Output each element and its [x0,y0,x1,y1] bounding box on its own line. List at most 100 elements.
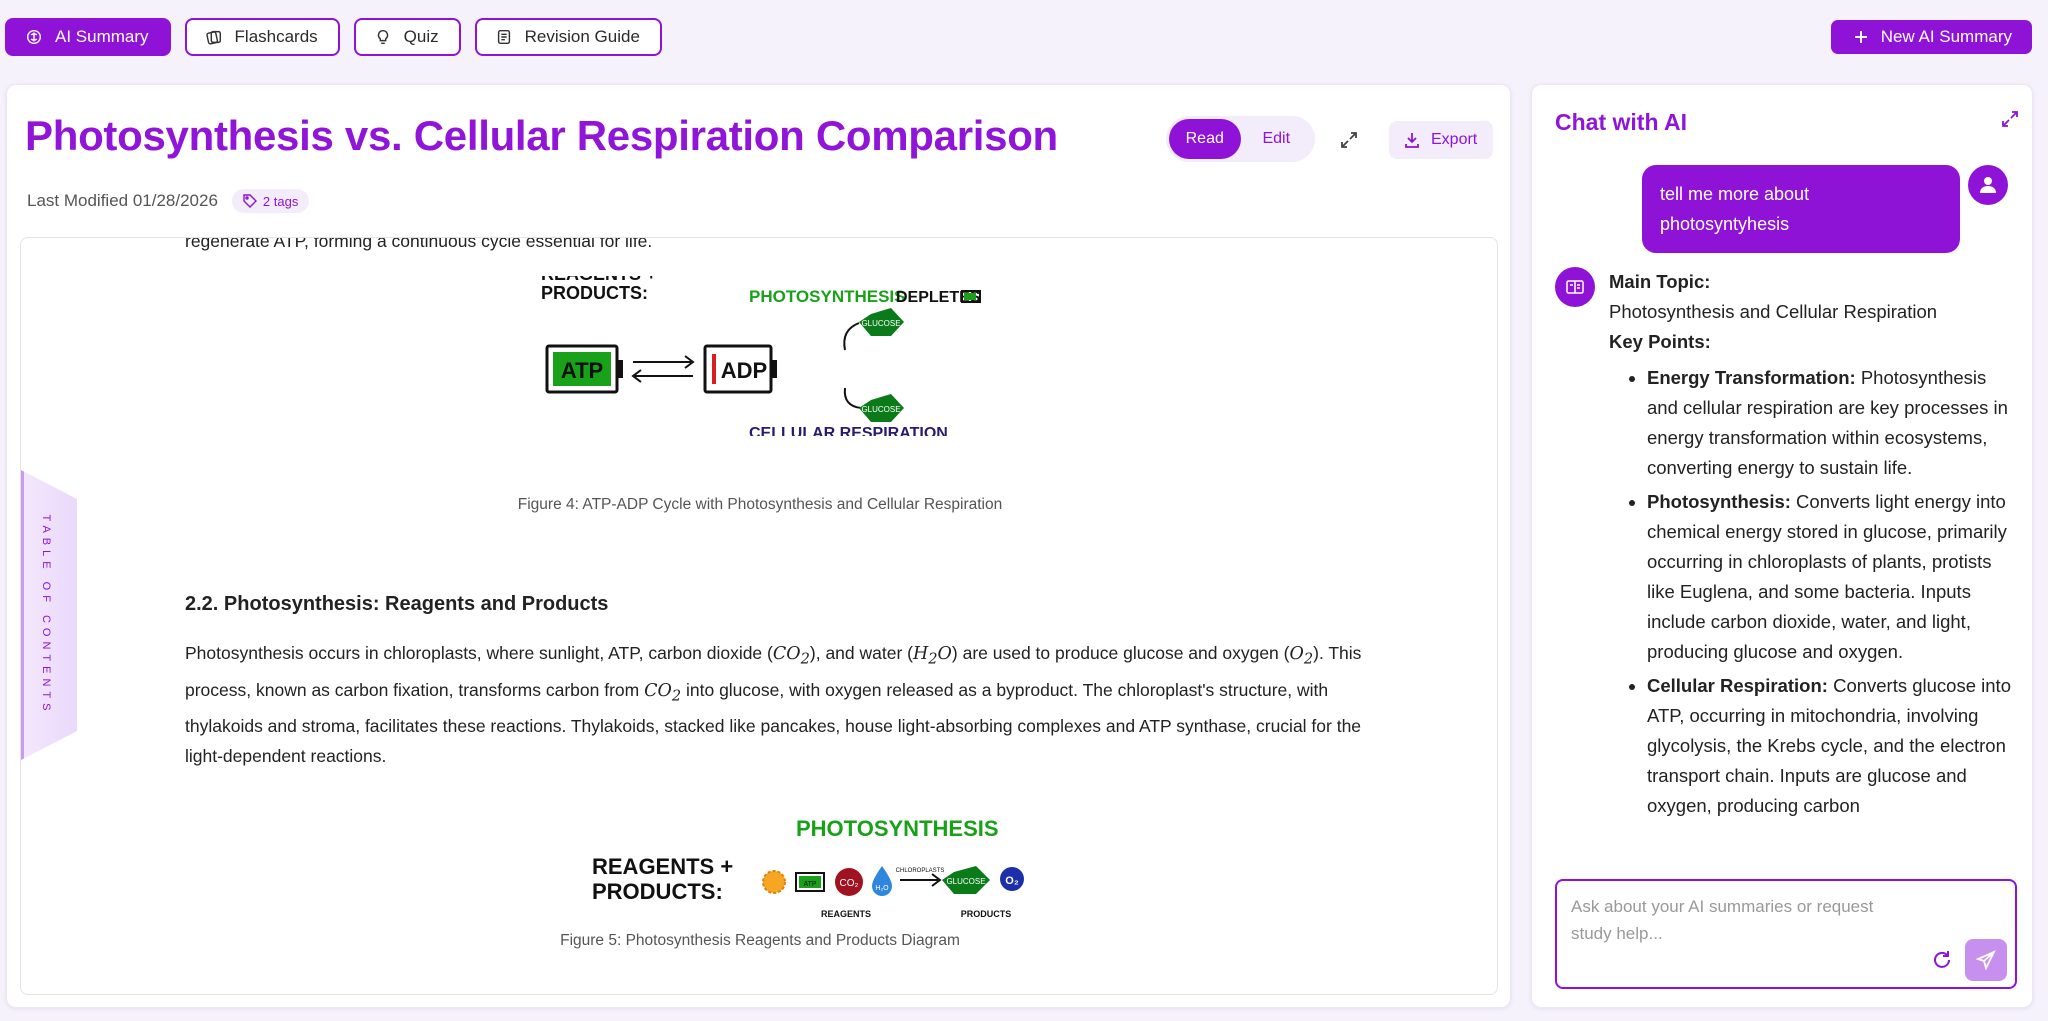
figure-5-caption: Figure 5: Photosynthesis Reagents and Pr… [560,932,960,949]
user-message-bubble: tell me more about photosyntyhesis [1642,165,1960,253]
refresh-icon [1934,951,1950,968]
new-ai-summary-label: New AI Summary [1880,27,2012,46]
refresh-button[interactable] [1931,949,1953,979]
fig5-glucose-label: GLUCOSE [946,877,985,886]
figure-5-reagents-products: PHOTOSYNTHESIS REAGENTS + PRODUCTS: ATP … [592,816,1024,919]
fig5-o2-label: O₂ [1005,875,1019,887]
tab-quiz[interactable]: Quiz [353,18,461,56]
export-button[interactable]: Export [1389,121,1494,159]
fig4-arrow-up [843,322,860,351]
fig4-glucose-top-label: GLUCOSE [861,319,900,328]
fig4-reagents-label: REAGENTS + [541,276,657,284]
fig4-products-label: PRODUCTS: [541,283,648,303]
fig5-co2-label: CO₂ [840,878,859,889]
key-points-list: Energy Transformation: Photosynthesis an… [1609,363,2021,821]
section-paragraph: Photosynthesis occurs in chloroplasts, w… [185,638,1395,771]
fig4-battery-small [961,290,981,303]
tab-ai-summary[interactable]: AI Summary [5,18,171,56]
edit-mode-button[interactable]: Edit [1262,130,1291,147]
plus-icon [1854,31,1867,43]
fig5-products-small: PRODUCTS [961,909,1012,919]
fig5-atp-fill [799,876,821,888]
fig5-o2-circle [1000,867,1024,891]
chat-input-placeholder: Ask about your AI summaries or request s… [1571,897,1874,943]
fig4-depletes-label: DEPLETES [896,289,981,306]
chat-input[interactable]: Ask about your AI summaries or request s… [1555,879,2017,989]
math-co2: CO2 [772,644,810,668]
figure-4-caption: Figure 4: ATP-ADP Cycle with Photosynthe… [517,496,1003,513]
fig4-arrow-right [633,355,695,369]
export-label: Export [1431,131,1478,148]
fullscreen-button[interactable] [1334,125,1364,155]
list-item: Photosynthesis: Converts light energy in… [1647,487,2021,667]
read-mode-button[interactable]: Read [1169,119,1241,159]
send-icon [1976,950,1996,970]
ai-avatar [1555,267,1595,307]
para-part-3: ) are used to produce glucose and oxygen… [951,643,1290,663]
fig5-atp-battery [795,872,825,892]
ai-message: Main Topic: Photosynthesis and Cellular … [1609,267,2021,867]
last-modified: Last Modified 01/28/2026 [27,191,218,210]
fig4-glucose-bottom-label: GLUCOSE [861,405,900,414]
main-topic: Photosynthesis and Cellular Respiration [1609,301,1938,322]
main-topic-label: Main Topic: [1609,271,1711,292]
user-icon [1980,177,1996,193]
tab-label: Quiz [403,27,439,46]
fig4-glucose-top [859,308,904,336]
fig4-adp-terminal [771,360,777,378]
chat-title: Chat with AI [1555,109,1688,135]
para-part-4: ). This process, known as carbon fixatio… [185,643,1362,700]
download-icon [1405,133,1419,148]
para-part-2: ), and water ( [809,643,913,663]
chat-panel: Chat with AI tell me more about photosyn… [1531,84,2033,1008]
chat-expand-button[interactable] [2000,109,2020,134]
fig5-h2o-label: H₂O [875,885,889,892]
send-button[interactable] [1965,939,2007,981]
fig4-atp-fill [553,352,611,386]
tab-label: AI Summary [55,27,149,46]
lightbulb-icon [377,29,388,45]
fig4-photosynthesis-label: PHOTOSYNTHESIS [749,287,906,306]
fig4-battery-small-fill [964,293,976,300]
tab-label: Revision Guide [524,27,640,46]
para-part-5: into glucose, with oxygen released as a … [185,679,1362,767]
para-part-1: Photosynthesis occurs in chloroplasts, w… [185,643,773,663]
document-icon [497,29,510,45]
fig5-atp-label: ATP [803,881,816,888]
list-item: Cellular Respiration: Converts glucose i… [1647,671,2021,821]
user-avatar [1968,165,2008,205]
fig5-chloroplasts-label: CHLOROPLASTS [896,868,945,874]
document-content[interactable]: regenerate ATP, forming a continuous cyc… [20,237,1498,995]
fig5-products-label: PRODUCTS: [592,879,723,904]
tags-label: 2 tags [262,193,299,209]
fig5-arrow [900,873,942,887]
page-title: Photosynthesis vs. Cellular Respiration … [25,112,1058,159]
math-o2: O2 [1289,644,1314,668]
fig4-adp-label: ADP [721,358,767,383]
tab-revision-guide[interactable]: Revision Guide [474,18,662,56]
new-ai-summary-button[interactable]: New AI Summary [1830,20,2032,54]
table-of-contents-toggle[interactable]: TABLE OF CONTENTS [21,470,77,760]
document-meta: Last Modified 01/28/2026 2 tags [27,189,310,213]
toc-label: TABLE OF CONTENTS [40,514,52,716]
fig5-co2-circle [835,868,863,896]
fig4-adp-fill [712,354,716,384]
fig5-reagents-label: REAGENTS + [592,854,733,879]
tags-chip[interactable]: 2 tags [231,189,310,213]
sun-icon [762,870,786,894]
fig4-arrow-left [631,369,693,383]
list-item: Energy Transformation: Photosynthesis an… [1647,363,2021,483]
math-h2o: H2O [913,644,952,668]
tab-flashcards[interactable]: Flashcards [184,18,340,56]
math-co2-2: CO2 [644,680,682,705]
view-tabs: AI Summary Flashcards Quiz Revision Guid… [5,18,662,56]
fig5-glucose [942,866,990,894]
top-toolbar: AI Summary Flashcards Quiz Revision Guid… [0,0,2048,74]
fig4-glucose-bottom [859,394,904,422]
fig4-cellular-respiration-label: CELLULAR RESPIRATION [749,425,948,436]
tab-label: Flashcards [234,27,318,46]
brain-icon [26,29,42,45]
figure-4-atp-adp-cycle: REAGENTS + PRODUCTS: PHOTOSYNTHESIS DEPL… [541,276,981,436]
section-heading: 2.2. Photosynthesis: Reagents and Produc… [185,593,609,615]
fig5-photosynthesis-label: PHOTOSYNTHESIS [796,816,999,841]
